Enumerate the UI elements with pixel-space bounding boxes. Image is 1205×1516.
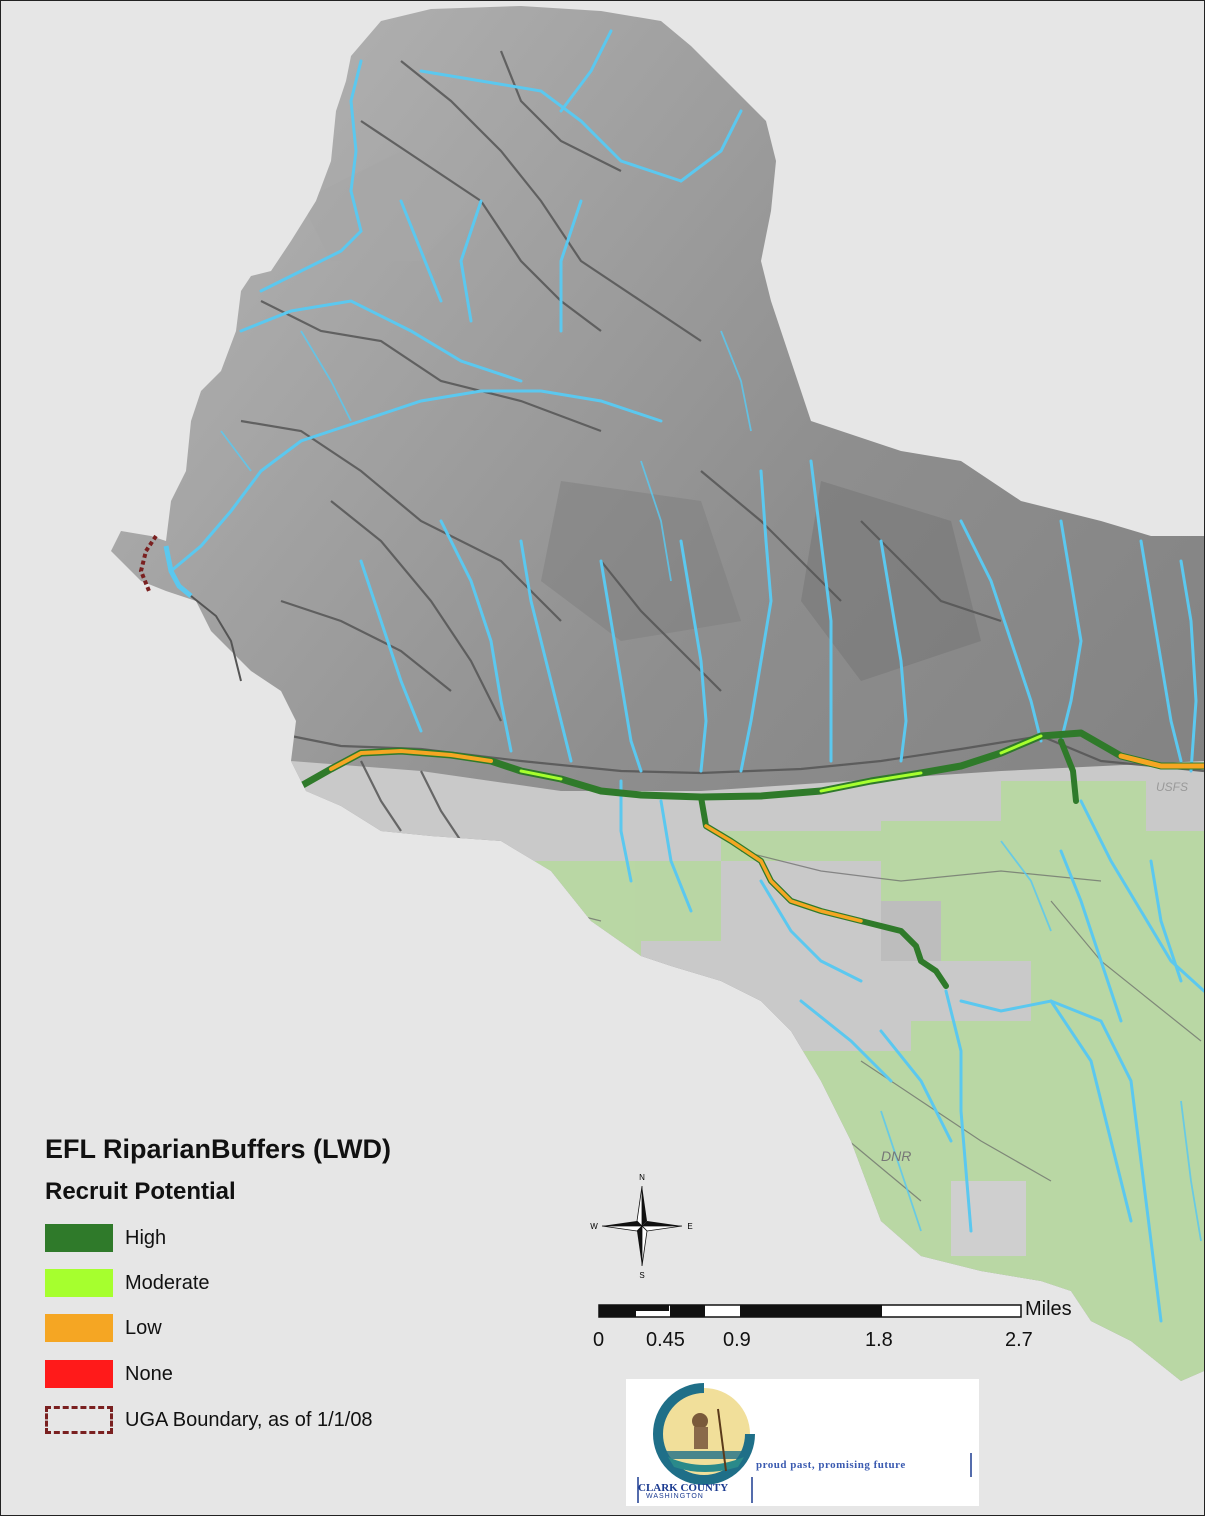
west-label: W bbox=[590, 1222, 598, 1231]
logo-emblem-icon bbox=[637, 1383, 972, 1503]
legend-item-none: None bbox=[45, 1358, 173, 1390]
legend-swatch-moderate bbox=[45, 1269, 113, 1297]
scale-bar bbox=[598, 1304, 1022, 1318]
scale-tick-1: 0.45 bbox=[646, 1329, 685, 1351]
legend-swatch-low bbox=[45, 1314, 113, 1342]
dnr-label: DNR bbox=[881, 1148, 911, 1164]
legend-label-moderate: Moderate bbox=[125, 1271, 210, 1294]
scale-tick-0: 0 bbox=[593, 1329, 605, 1351]
legend-item-uga-boundary: UGA Boundary, as of 1/1/08 bbox=[45, 1404, 373, 1436]
logo-state-name: WASHINGTON bbox=[646, 1493, 704, 1500]
legend-item-low: Low bbox=[45, 1312, 162, 1344]
usfs-label: USFS bbox=[1156, 780, 1188, 794]
legend-label-low: Low bbox=[125, 1316, 162, 1339]
east-label: E bbox=[687, 1222, 692, 1231]
legend-item-high: High bbox=[45, 1222, 166, 1254]
legend-subtitle: Recruit Potential bbox=[45, 1178, 236, 1205]
scale-tick-2: 0.9 bbox=[723, 1329, 751, 1351]
south-label: S bbox=[639, 1271, 644, 1280]
scale-tick-3: 1.8 bbox=[865, 1329, 893, 1351]
legend-item-moderate: Moderate bbox=[45, 1267, 210, 1299]
legend-label-uga-boundary: UGA Boundary, as of 1/1/08 bbox=[125, 1408, 373, 1431]
legend-swatch-high bbox=[45, 1224, 113, 1252]
riparian-buffers bbox=[297, 729, 1204, 989]
clark-county-logo: proud past, promising future CLARK COUNT… bbox=[626, 1379, 979, 1506]
scale-unit-label: Miles bbox=[1025, 1298, 1072, 1320]
legend-label-none: None bbox=[125, 1362, 173, 1385]
uga-boundary bbox=[138, 534, 242, 682]
logo-tagline: proud past, promising future bbox=[756, 1459, 906, 1471]
scale-tick-4: 2.7 bbox=[1005, 1329, 1033, 1351]
roads bbox=[240, 50, 1204, 842]
legend-title: EFL RiparianBuffers (LWD) bbox=[45, 1134, 392, 1164]
streams bbox=[169, 29, 1204, 1323]
north-arrow-icon: N S E W bbox=[590, 1173, 692, 1280]
legend-label-high: High bbox=[125, 1226, 167, 1249]
legend-swatch-uga-boundary bbox=[45, 1406, 113, 1434]
small-streams bbox=[220, 330, 1202, 1242]
legend-swatch-none bbox=[45, 1360, 113, 1388]
logo-county-name: CLARK COUNTY bbox=[638, 1482, 729, 1494]
north-label: N bbox=[639, 1173, 645, 1182]
